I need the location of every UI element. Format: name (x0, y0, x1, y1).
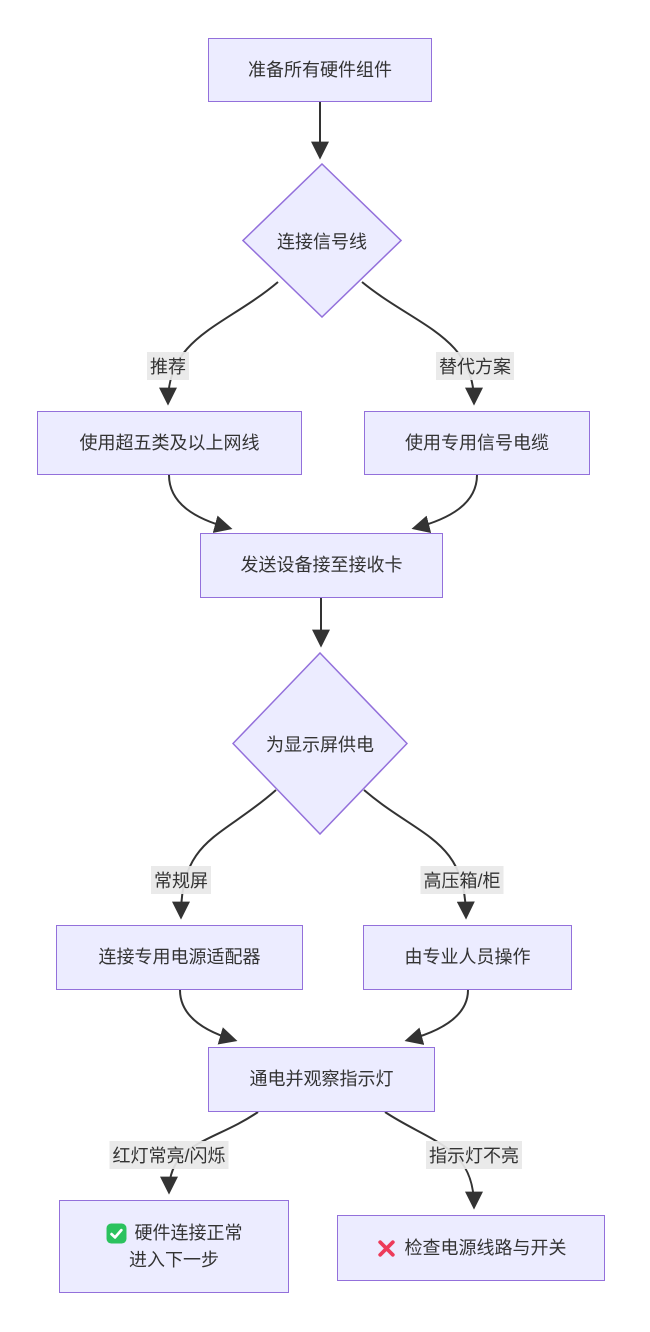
node-line-1: 检查电源线路与开关 (376, 1235, 567, 1261)
node-line-1: 硬件连接正常 (106, 1220, 243, 1246)
node-line-2: 进入下一步 (129, 1247, 219, 1273)
check-icon (106, 1223, 127, 1244)
node-professional-operation: 由专业人员操作 (363, 925, 572, 990)
edge-label-alternative: 替代方案 (436, 352, 514, 380)
decision-connect-signal: 连接信号线 (242, 163, 402, 318)
node-label: 连接信号线 (277, 231, 367, 252)
diamond-shape (232, 652, 408, 835)
node-prepare-hardware: 准备所有硬件组件 (208, 38, 432, 102)
node-label: 使用专用信号电缆 (405, 432, 549, 453)
node-label: 硬件连接正常 (134, 1223, 243, 1244)
node-sender-to-receiver: 发送设备接至接收卡 (200, 533, 443, 598)
decision-power-screen: 为显示屏供电 (232, 652, 408, 835)
edge-professional-to-poweron (404, 989, 469, 1045)
node-label: 使用超五类及以上网线 (79, 432, 260, 453)
node-label: 为显示屏供电 (266, 734, 374, 755)
edge-signal-to-cat5e (159, 281, 279, 406)
node-label: 进入下一步 (129, 1249, 219, 1270)
diamond-shape (242, 163, 402, 318)
node-use-cat5e-cable: 使用超五类及以上网线 (37, 411, 302, 475)
node-label: 检查电源线路与开关 (404, 1237, 567, 1258)
node-power-on-observe: 通电并观察指示灯 (208, 1047, 435, 1112)
edge-label-red-light: 红灯常亮/闪烁 (109, 1141, 229, 1169)
edge-label-light-off: 指示灯不亮 (426, 1141, 522, 1169)
node-connect-power-adapter: 连接专用电源适配器 (56, 925, 303, 990)
node-connection-ok: 硬件连接正常 进入下一步 (59, 1200, 289, 1293)
edge-cable-to-sender (411, 474, 478, 534)
node-check-power-lines: 检查电源线路与开关 (337, 1215, 605, 1281)
node-label: 发送设备接至接收卡 (240, 555, 403, 576)
edge-label-recommended: 推荐 (147, 352, 189, 380)
cross-icon (376, 1238, 397, 1259)
edge-label-normal-screen: 常规屏 (151, 866, 211, 894)
edge-signal-to-cable (361, 281, 483, 406)
edge-cat5e-to-sender (168, 474, 233, 533)
node-label: 准备所有硬件组件 (248, 59, 392, 80)
edge-label-high-voltage: 高压箱/柜 (420, 866, 504, 894)
node-label: 通电并观察指示灯 (249, 1069, 394, 1090)
node-label: 连接专用电源适配器 (98, 947, 261, 968)
edge-adapter-to-poweron (179, 989, 238, 1045)
node-label: 由专业人员操作 (404, 947, 531, 968)
node-use-signal-cable: 使用专用信号电缆 (364, 411, 590, 475)
